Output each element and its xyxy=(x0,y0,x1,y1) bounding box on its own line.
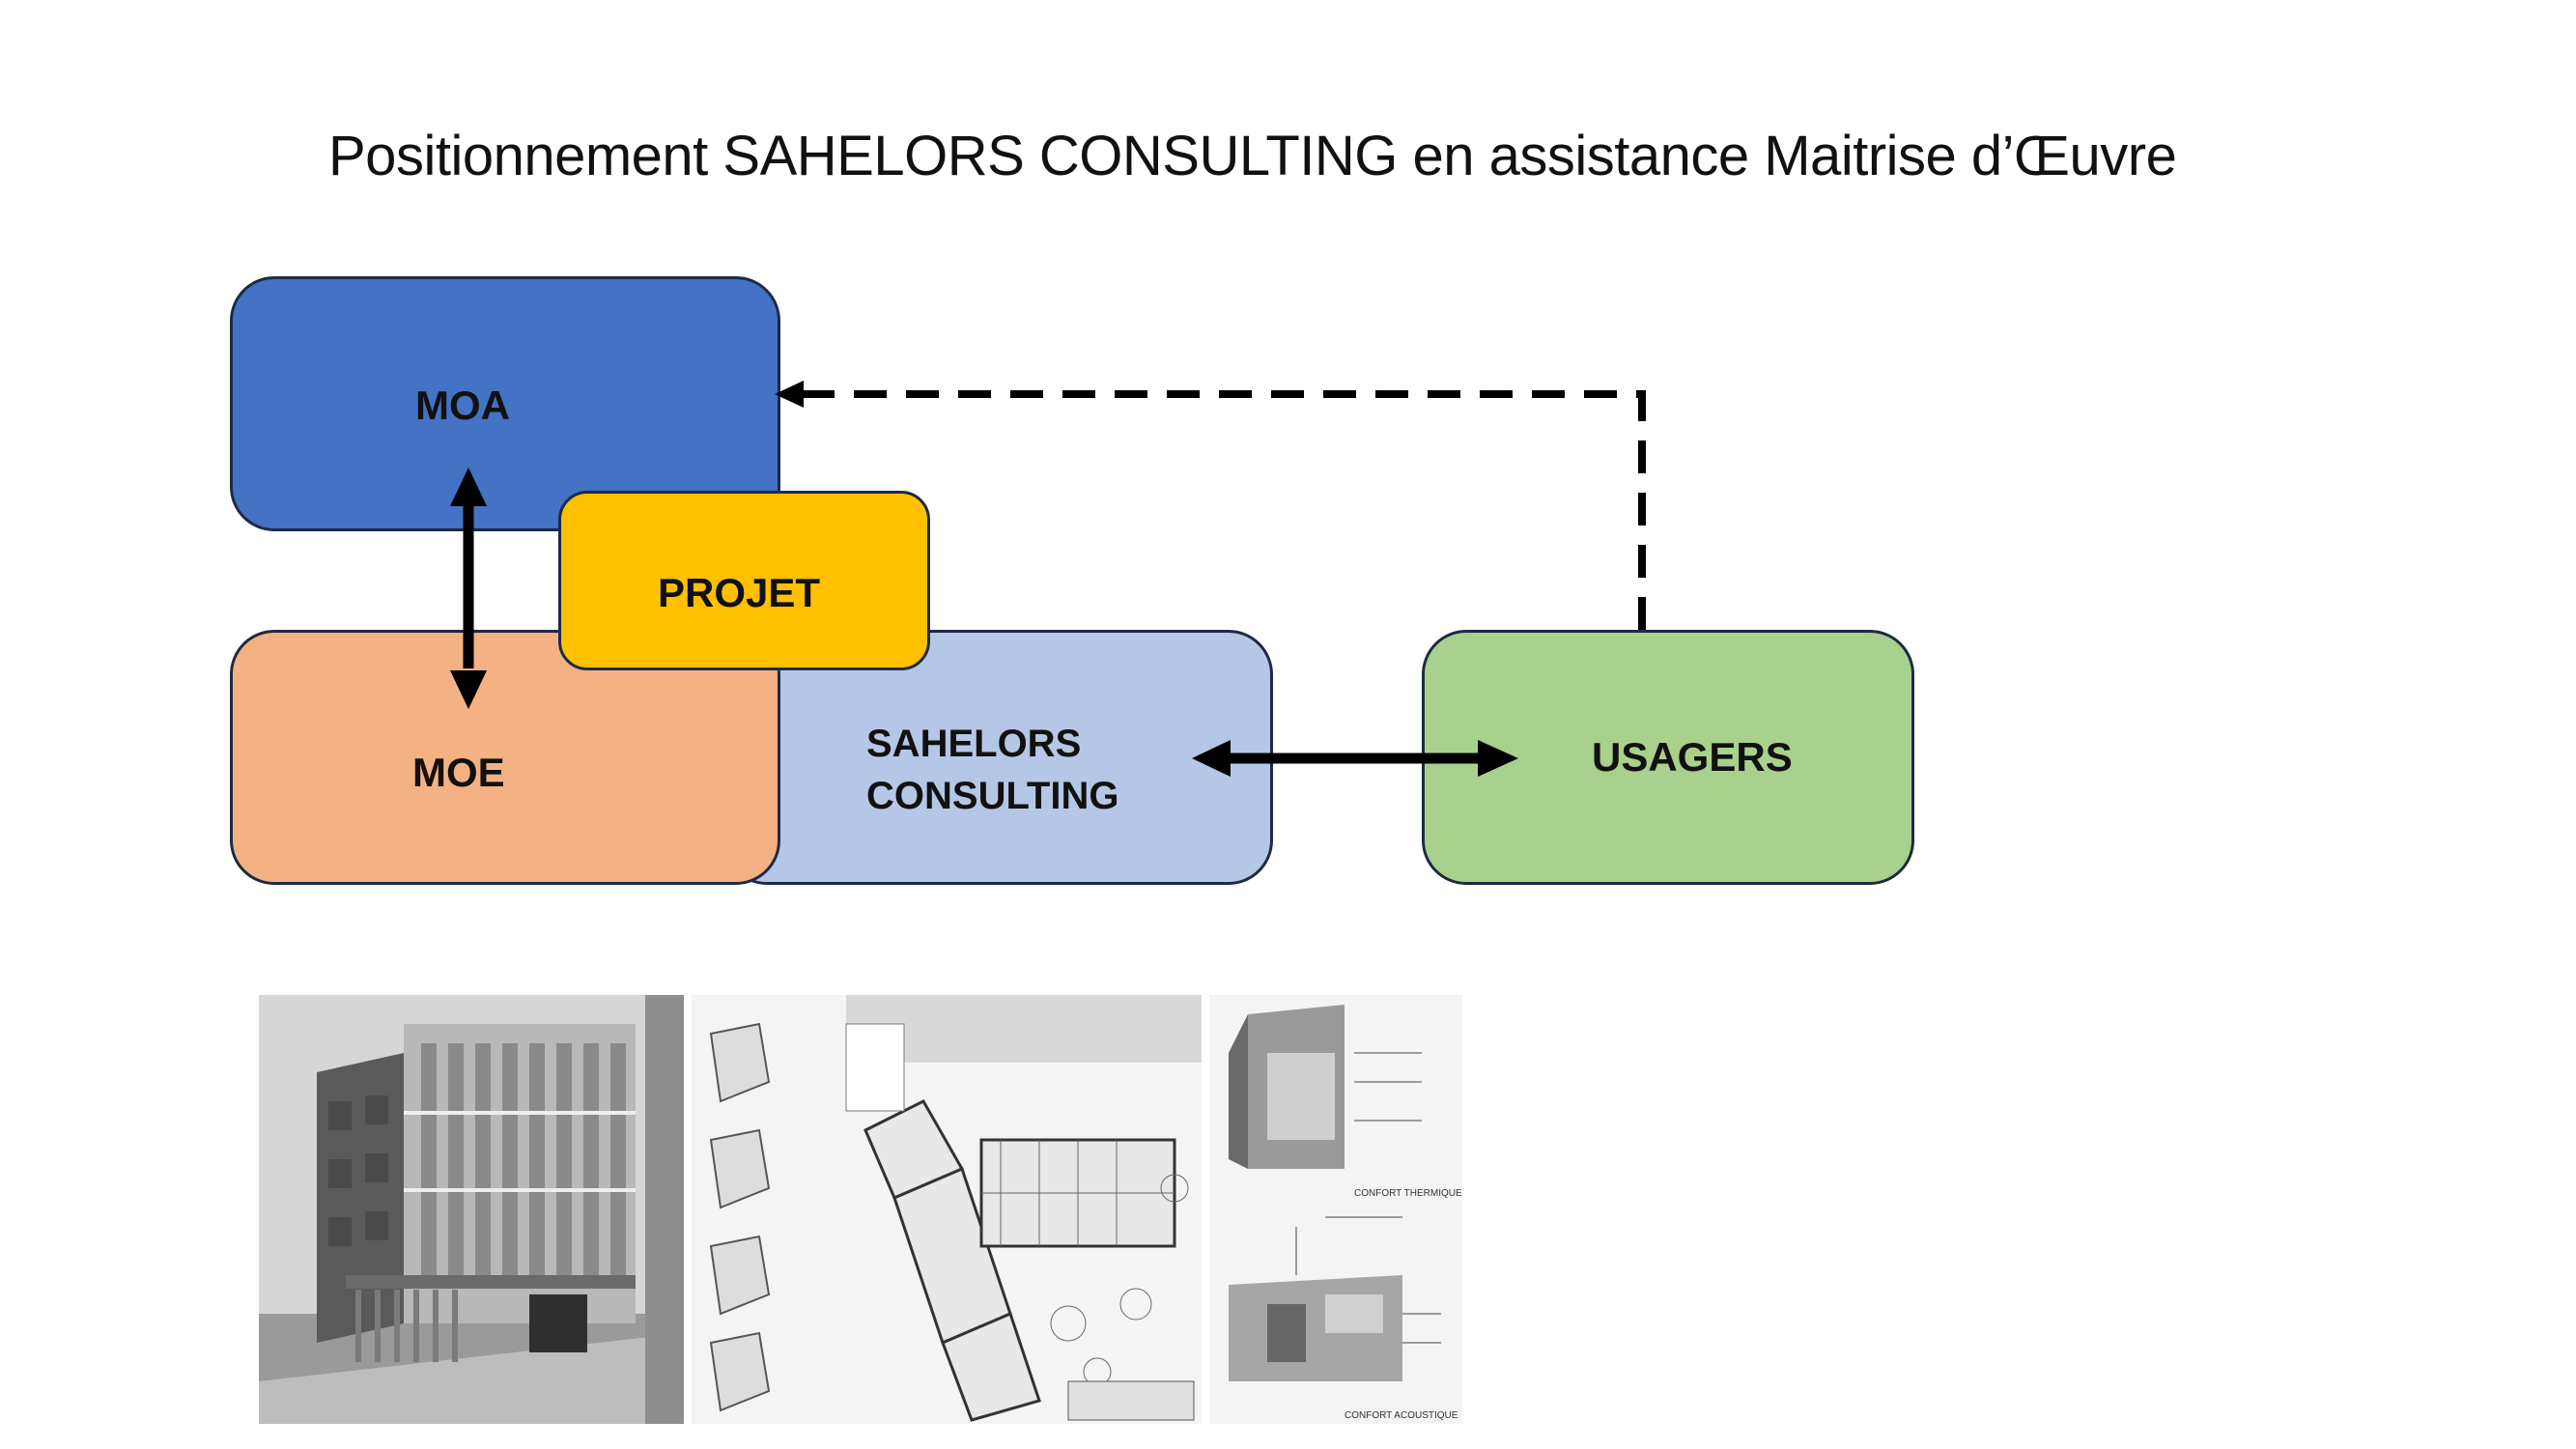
confort-acoustique-caption: CONFORT ACOUSTIQUE xyxy=(1345,1410,1458,1421)
usagers-label: USAGERS xyxy=(1592,734,1793,780)
ground-floor-plan-image xyxy=(692,995,1202,1424)
projet-box xyxy=(558,491,930,670)
projet-label: PROJET xyxy=(658,570,821,615)
moe-label: MOE xyxy=(412,750,505,795)
sahelors-usagers-double-arrow xyxy=(1192,740,1518,777)
sahelors-label-line2: CONSULTING xyxy=(866,775,1119,817)
building-rendering-image xyxy=(259,995,684,1424)
sahelors-label-line1: SAHELORS xyxy=(866,723,1082,765)
comfort-diagrams-image: CONFORT THERMIQUE CONFORT ACOUSTIQUE xyxy=(1209,995,1462,1424)
usagers-to-moa-dashed-arrow xyxy=(775,381,1646,630)
confort-thermique-caption: CONFORT THERMIQUE xyxy=(1354,1188,1462,1199)
moe-box xyxy=(230,630,780,885)
page-title: Positionnement SAHELORS CONSULTING en as… xyxy=(328,125,2177,187)
moa-box xyxy=(230,276,780,531)
moa-label: MOA xyxy=(415,383,510,428)
moa-moe-double-arrow xyxy=(450,468,487,709)
sahelors-consulting-box xyxy=(722,630,1273,885)
